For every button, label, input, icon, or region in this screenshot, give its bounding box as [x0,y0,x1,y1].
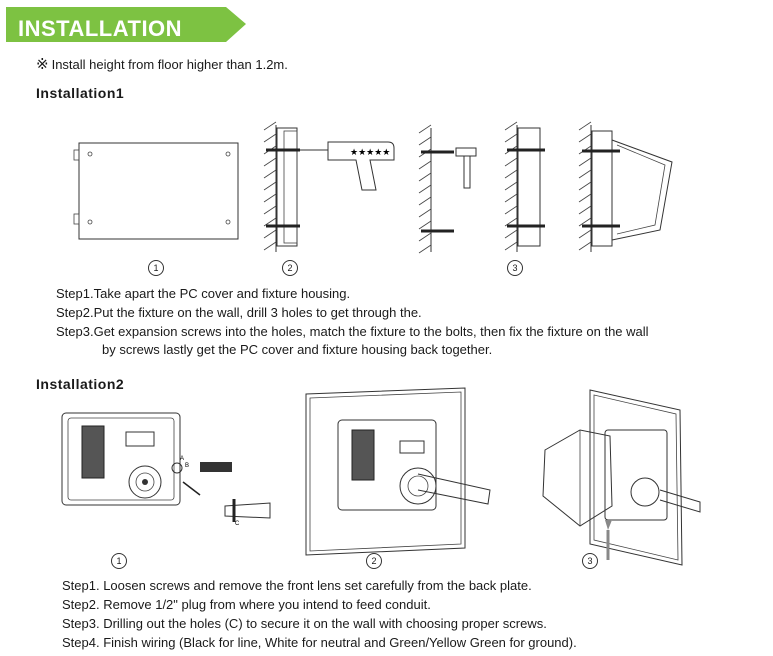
banner-title: INSTALLATION [18,16,183,41]
section-banner: INSTALLATION [6,7,246,42]
installation2-step-3: Step3. Drilling out the holes (C) to sec… [62,616,547,631]
note-text: Install height from floor higher than 1.… [51,57,288,72]
back-plate-open-drawing: A B C [61,412,271,527]
installation2-marker-3: 3 [582,553,598,569]
installation2-marker-1: 1 [111,553,127,569]
installation1-illustrations: ★★★★★ [73,121,673,254]
wall-plate-drawing [305,387,491,556]
wall-housing-drawing [578,121,673,252]
installation1-step-3: Step3.Get expansion screws into the hole… [56,324,649,339]
back-plate-drawing [73,142,239,240]
installation1-step-1: Step1.Take apart the PC cover and fixtur… [56,286,351,301]
installation1-marker-1: 1 [148,260,164,276]
installation1-step-2: Step2.Put the fixture on the wall, drill… [56,305,422,320]
banner-shape [6,7,246,42]
installation2-step-1: Step1. Loosen screws and remove the fron… [62,578,532,593]
note-symbol: ※ [36,56,49,73]
wall-fixture-drawing [504,121,545,252]
wall-hammer-drawing [418,124,477,254]
svg-text:★★★★★: ★★★★★ [350,147,390,157]
installation1-marker-3: 3 [507,260,523,276]
installation1-marker-2: 2 [282,260,298,276]
installation1-step-3-cont: by screws lastly get the PC cover and fi… [102,342,493,357]
callout-b-label: B [185,463,189,469]
callout-a-label: A [180,456,184,462]
installation2-marker-2: 2 [366,553,382,569]
installation2-step-4: Step4. Finish wiring (Black for line, Wh… [62,635,577,650]
installation1-heading: Installation1 [36,85,125,101]
wall-drill-drawing: ★★★★★ [263,121,395,252]
installation2-step-2: Step2. Remove 1/2" plug from where you i… [62,597,431,612]
installation2-heading: Installation2 [36,376,125,392]
install-height-note: ※Install height from floor higher than 1… [36,55,288,73]
callout-c-label: C [235,521,240,527]
fixture-housing-drawing [542,389,701,566]
